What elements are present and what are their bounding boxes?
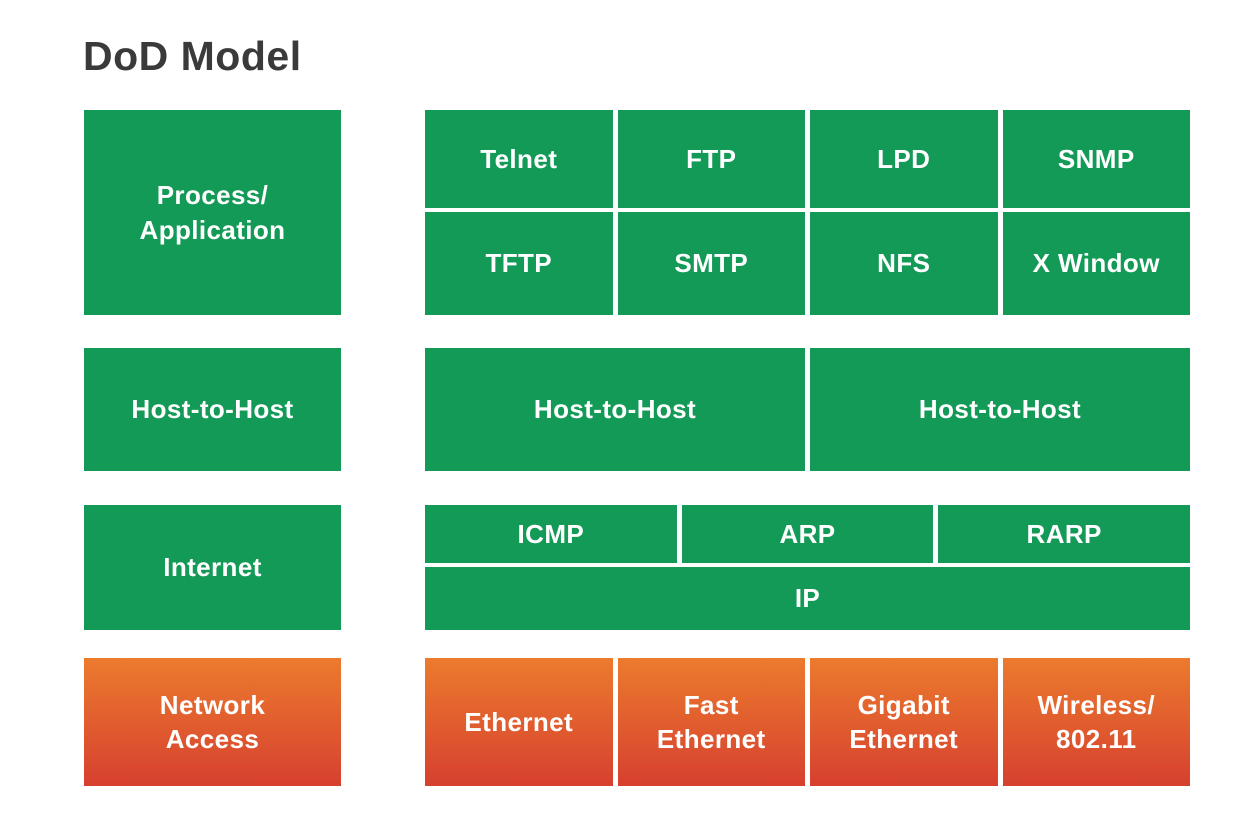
internet-protocol-row-1: ICMP ARP RARP [425, 505, 1191, 563]
internet-protocol-row-2: IP [425, 567, 1190, 630]
layer-box-network-access: Network Access [84, 658, 341, 786]
application-protocol-row-1: Telnet FTP LPD SNMP [425, 110, 1190, 208]
section-host-to-host-protocols: Host-to-Host Host-to-Host [425, 348, 1190, 471]
section-network-access-protocols: Ethernet Fast Ethernet Gigabit Ethernet … [425, 658, 1190, 786]
protocol-cell-fast-ethernet: Fast Ethernet [617, 658, 805, 786]
protocol-cell-host-to-host-2: Host-to-Host [810, 348, 1190, 471]
protocol-cell-wireless-802-11: Wireless/ 802.11 [1002, 658, 1190, 786]
protocol-cell-ftp: FTP [617, 110, 805, 208]
protocol-cell-tftp: TFTP [425, 212, 613, 315]
protocol-cell-smtp: SMTP [617, 212, 805, 315]
protocol-cell-lpd: LPD [810, 110, 998, 208]
protocol-cell-arp: ARP [681, 505, 934, 563]
protocol-cell-gigabit-ethernet: Gigabit Ethernet [810, 658, 998, 786]
page-title: DoD Model [83, 33, 302, 79]
protocol-cell-icmp: ICMP [425, 505, 677, 563]
application-protocol-row-2: TFTP SMTP NFS X Window [425, 212, 1190, 315]
protocol-cell-host-to-host-1: Host-to-Host [425, 348, 805, 471]
section-internet-protocols: ICMP ARP RARP IP [425, 505, 1191, 630]
layer-box-internet: Internet [84, 505, 341, 630]
protocol-cell-rarp: RARP [938, 505, 1191, 563]
layer-box-process-application: Process/ Application [84, 110, 341, 315]
protocol-cell-ethernet: Ethernet [425, 658, 613, 786]
section-application-protocols: Telnet FTP LPD SNMP TFTP SMTP NFS X Wind… [425, 110, 1190, 315]
protocol-cell-telnet: Telnet [425, 110, 613, 208]
protocol-cell-x-window: X Window [1002, 212, 1190, 315]
protocol-cell-snmp: SNMP [1002, 110, 1190, 208]
protocol-cell-nfs: NFS [810, 212, 998, 315]
protocol-cell-ip: IP [425, 567, 1190, 630]
layer-box-host-to-host: Host-to-Host [84, 348, 341, 471]
